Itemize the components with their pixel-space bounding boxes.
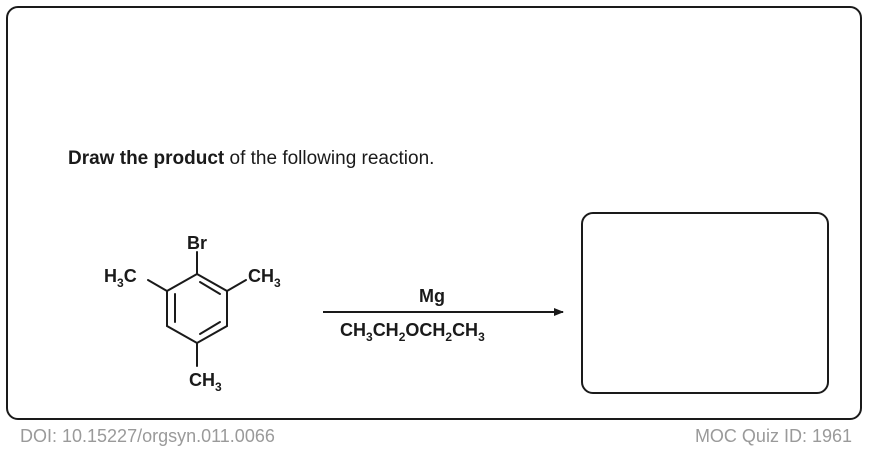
bottom-methyl-label: CH3 bbox=[189, 370, 222, 394]
quiz-id: MOC Quiz ID: 1961 bbox=[694, 426, 852, 446]
solvent-subscript: 3 bbox=[366, 330, 373, 344]
prompt-bold: Draw the product bbox=[68, 148, 225, 169]
solvent-subscript: 2 bbox=[399, 330, 406, 344]
bond-to-left-methyl bbox=[147, 279, 168, 292]
solvent-segment: CH bbox=[373, 320, 399, 340]
prompt-rest: of the following reaction. bbox=[224, 148, 435, 169]
solvent-label: CH3CH2OCH2CH3 bbox=[340, 320, 485, 344]
reagent-label: Mg bbox=[419, 286, 445, 306]
bond-to-right-methyl bbox=[226, 279, 247, 292]
right-methyl-label: CH3 bbox=[248, 266, 281, 290]
solvent-segment: OCH bbox=[405, 320, 445, 340]
doi-reference: DOI: 10.15227/orgsyn.011.0066 bbox=[20, 426, 275, 446]
solvent-subscript: 2 bbox=[445, 330, 452, 344]
solvent-segment: CH bbox=[340, 320, 366, 340]
reactant-molecule bbox=[147, 251, 247, 367]
left-methyl-label: H3C bbox=[104, 266, 137, 290]
solvent-segment: CH bbox=[452, 320, 478, 340]
answer-box[interactable] bbox=[581, 212, 829, 394]
bromine-label: Br bbox=[187, 233, 207, 253]
ring-double-bond-1 bbox=[199, 281, 221, 295]
ring-double-bond-2 bbox=[199, 321, 221, 335]
question-prompt: Draw the product of the following reacti… bbox=[68, 148, 434, 170]
solvent-subscript: 3 bbox=[478, 330, 485, 344]
